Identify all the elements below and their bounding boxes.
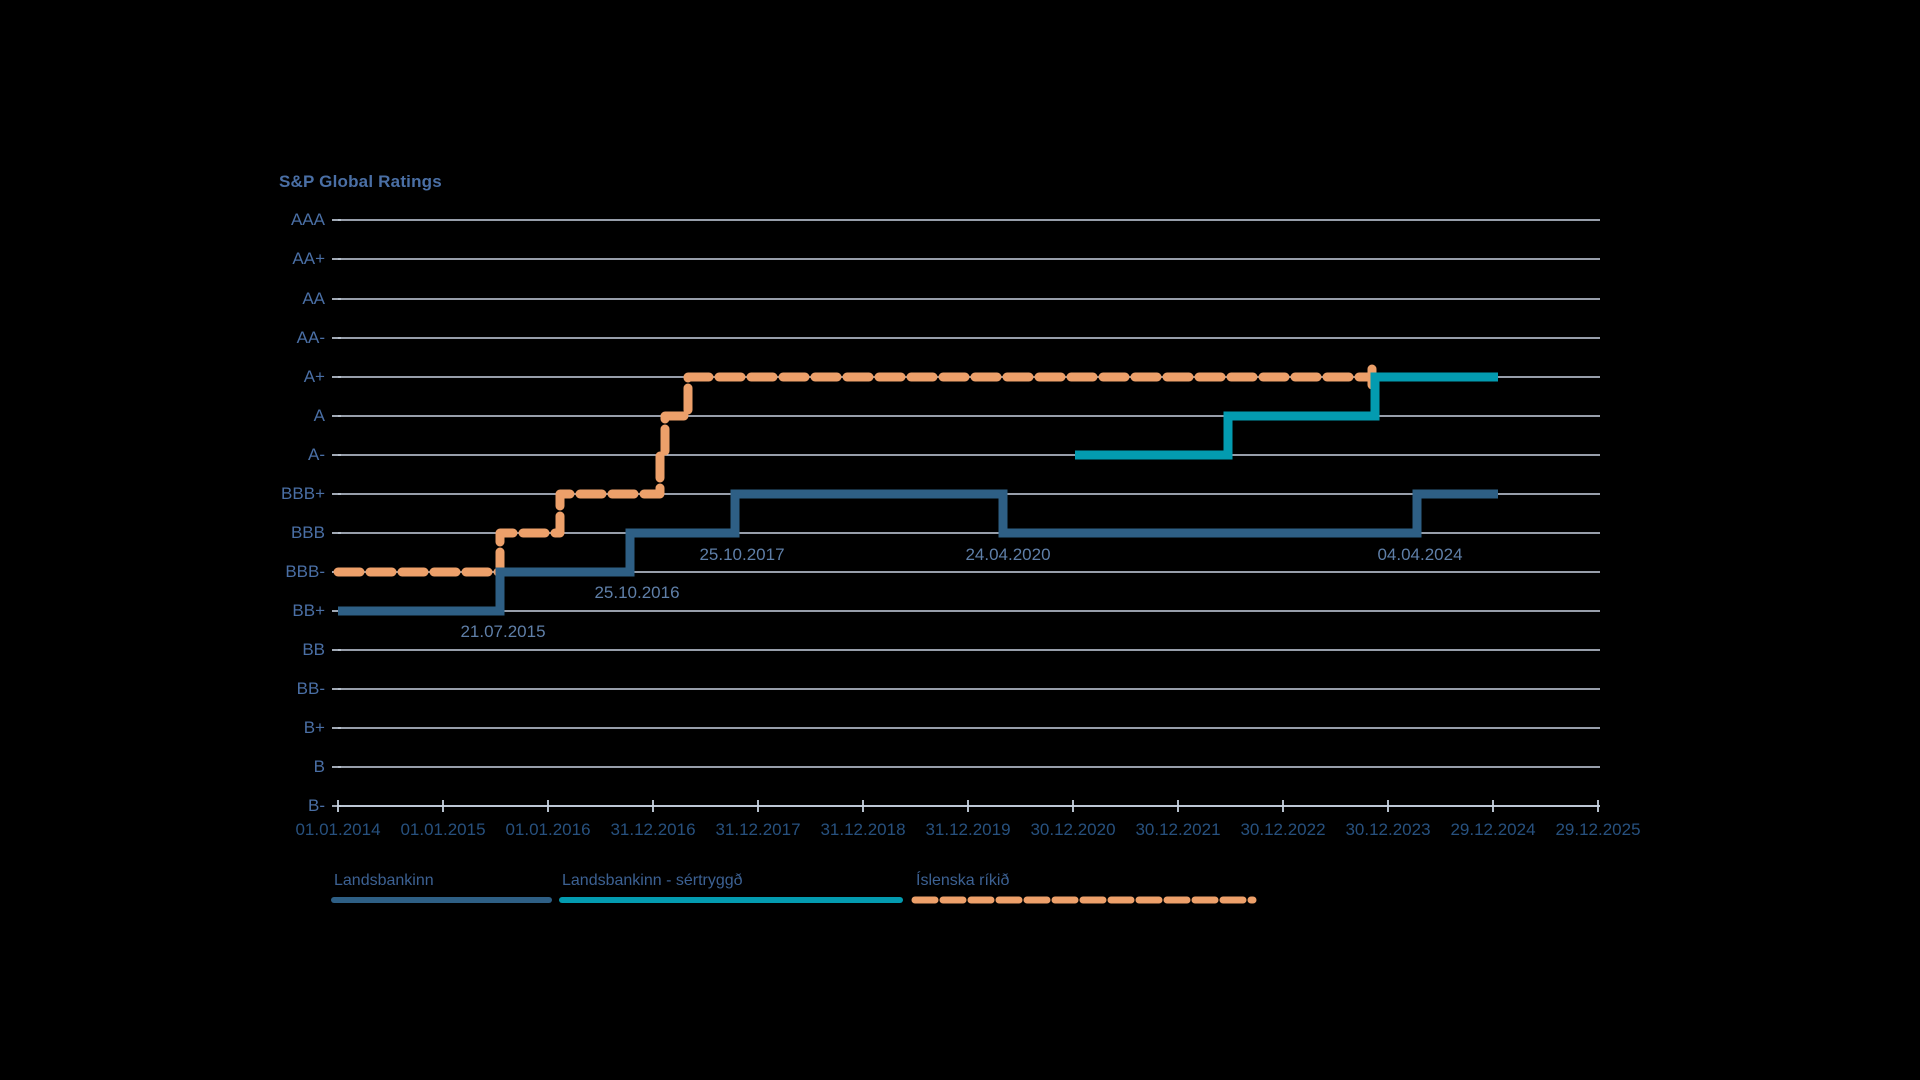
series-line-islenska-rikid [333, 372, 1377, 577]
x-axis-label-2023: 30.12.2023 [1345, 820, 1431, 839]
y-axis-label-bbb-plus: BBB+ [281, 484, 325, 503]
x-axis-label-2020: 30.12.2020 [1030, 820, 1116, 839]
annotation-25-10-2016: 25.10.2016 [594, 583, 680, 602]
y-axis-label-bbb-minus: BBB- [285, 562, 325, 581]
annotation-21-07-2015: 21.07.2015 [460, 622, 546, 641]
legend-label-landsbankinn[interactable]: Landsbankinn [334, 872, 434, 889]
x-axis-label-2024: 29.12.2024 [1450, 820, 1536, 839]
x-axis-label-2014: 01.01.2014 [295, 820, 381, 839]
annotation-04-04-2024: 04.04.2024 [1377, 545, 1463, 564]
x-axis-label-2021: 30.12.2021 [1135, 820, 1221, 839]
x-axis-label-2016b: 31.12.2016 [610, 820, 696, 839]
y-axis-label-b-plus: B+ [303, 718, 325, 737]
y-axis-label-aa-plus: AA+ [292, 249, 325, 268]
y-axis-label-bb: BB [302, 640, 325, 659]
y-axis-label-a: A [313, 406, 325, 425]
x-axis-label-2018: 31.12.2018 [820, 820, 906, 839]
legend-label-islenska-rikid[interactable]: Íslenska ríkið [916, 872, 1010, 889]
y-axis-label-aa-minus: AA- [296, 328, 325, 347]
x-axis-label-2025: 29.12.2025 [1555, 820, 1641, 839]
y-axis-label-a-minus: A- [308, 445, 325, 464]
x-axis-label-2017: 31.12.2017 [715, 820, 801, 839]
chart-title: S&P Global Ratings [279, 172, 442, 191]
series-line-landsbankinn [338, 489, 1498, 616]
x-axis-label-2015: 01.01.2015 [400, 820, 486, 839]
y-axis-label-b: B [313, 757, 325, 776]
x-axis-label-2022: 30.12.2022 [1240, 820, 1326, 839]
y-axis-label-bb-minus: BB- [296, 679, 325, 698]
legend-label-sertryggd[interactable]: Landsbankinn - sértryggð [562, 872, 743, 889]
y-tick-marks [332, 219, 341, 807]
y-axis-label-aa: AA [302, 289, 325, 308]
x-axis [337, 800, 1600, 812]
annotation-24-04-2020: 24.04.2020 [965, 545, 1051, 564]
series-line-landsbankinn-sertryggd [1075, 372, 1498, 460]
y-axis-label-bb-plus: BB+ [292, 601, 325, 620]
annotation-25-10-2017: 25.10.2017 [699, 545, 785, 564]
x-axis-label-2016: 01.01.2016 [505, 820, 591, 839]
y-axis-label-aaa: AAA [290, 210, 325, 229]
y-axis-label-b-minus: B- [308, 796, 325, 815]
y-axis-label-bbb: BBB [290, 523, 325, 542]
gridlines [338, 219, 1600, 807]
y-axis-label-a-plus: A+ [303, 367, 325, 386]
x-axis-label-2019: 31.12.2019 [925, 820, 1011, 839]
